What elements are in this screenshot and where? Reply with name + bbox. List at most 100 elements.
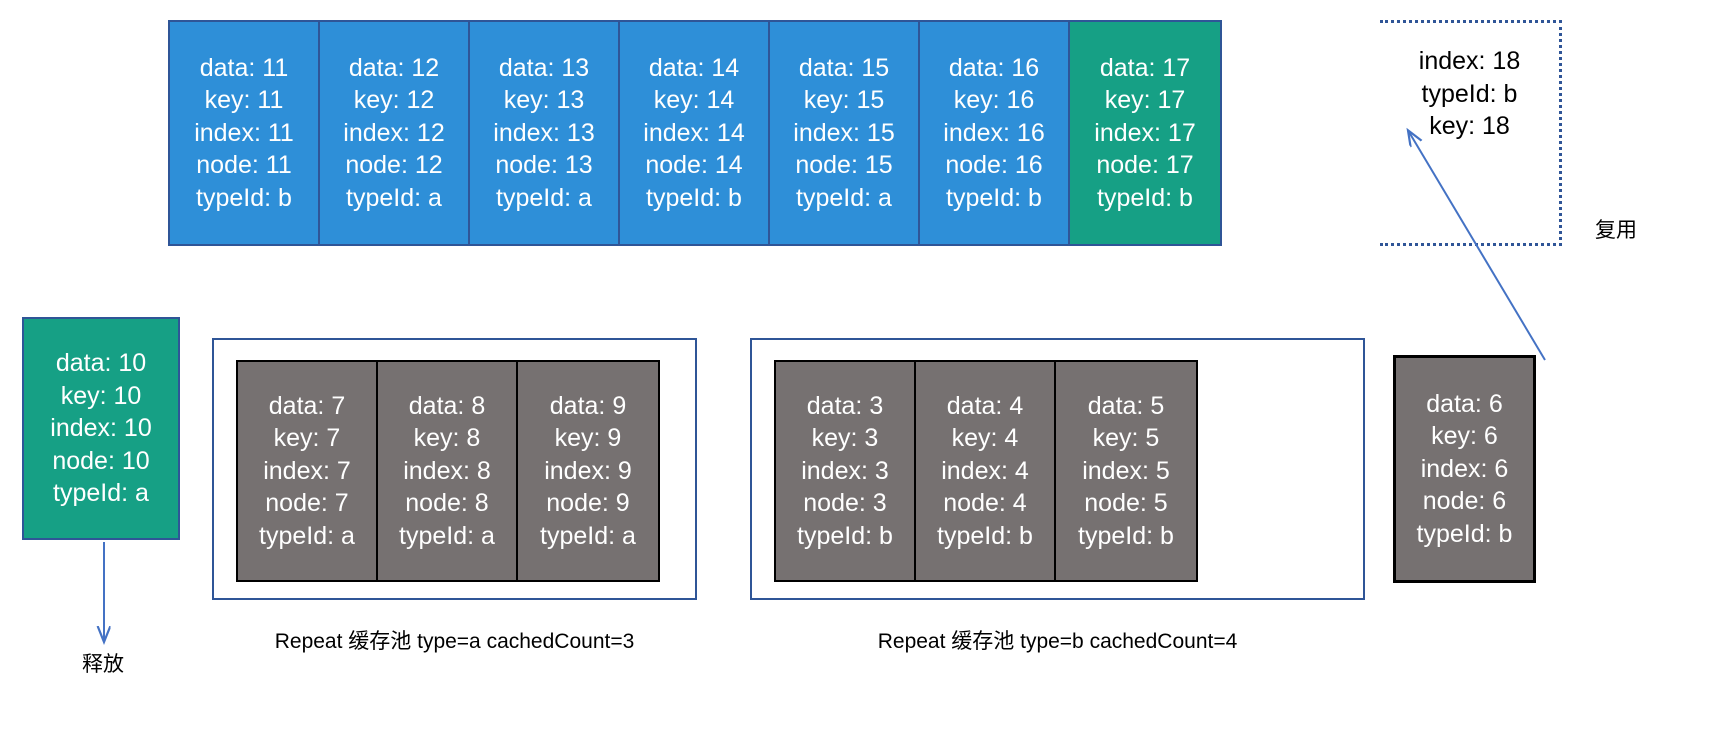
card-key-line: key: 9 — [554, 424, 622, 453]
card-node-line: node: 10 — [52, 446, 150, 475]
pool-b-card[interactable]: data: 4 key: 4 index: 4 node: 4 typeId: … — [916, 362, 1056, 580]
card-typeid-line: typeId: b — [646, 183, 742, 212]
pool-a-card[interactable]: data: 7 key: 7 index: 7 node: 7 typeId: … — [238, 362, 378, 580]
active-item-card[interactable]: data: 15 key: 15 index: 15 node: 15 type… — [770, 22, 920, 244]
card-key-line: key: 8 — [413, 424, 481, 453]
pool-b-card[interactable]: data: 3 key: 3 index: 3 node: 3 typeId: … — [776, 362, 916, 580]
card-key-line: key: 4 — [951, 424, 1019, 453]
card-typeid-line: typeId: b — [1097, 183, 1193, 212]
card-index-line: index: 13 — [493, 118, 595, 147]
card-key-line: key: 13 — [503, 86, 585, 115]
card-index-line: index: 4 — [941, 456, 1029, 485]
pool-a-card[interactable]: data: 8 key: 8 index: 8 node: 8 typeId: … — [378, 362, 518, 580]
card-typeid-line: typeId: a — [346, 183, 442, 212]
card-data-line: data: 10 — [55, 349, 147, 378]
card-data-line: data: 5 — [1087, 391, 1165, 420]
card-typeid-line: typeId: b — [1416, 519, 1513, 548]
card-index-line: index: 8 — [403, 456, 491, 485]
card-data-line: data: 3 — [806, 391, 884, 420]
pool-a-card[interactable]: data: 9 key: 9 index: 9 node: 9 typeId: … — [518, 362, 658, 580]
card-typeid-line: typeId: a — [399, 521, 495, 550]
card-data-line: data: 9 — [549, 391, 627, 420]
released-item-card[interactable]: data: 10 key: 10 index: 10 node: 10 type… — [22, 317, 180, 540]
card-typeid-line: typeId: a — [53, 479, 149, 508]
pool-b-caption: Repeat 缓存池 type=b cachedCount=4 — [877, 630, 1238, 653]
active-item-row: data: 11 key: 11 index: 11 node: 11 type… — [168, 20, 1222, 246]
card-node-line: node: 4 — [943, 489, 1027, 518]
active-item-card[interactable]: data: 14 key: 14 index: 14 node: 14 type… — [620, 22, 770, 244]
pending-index-line: index: 18 — [1418, 47, 1521, 75]
card-data-line: data: 13 — [498, 53, 590, 82]
card-typeid-line: typeId: a — [540, 521, 636, 550]
card-key-line: key: 16 — [953, 86, 1035, 115]
card-data-line: data: 7 — [268, 391, 346, 420]
card-node-line: node: 15 — [795, 151, 893, 180]
repeat-pool-type-b: data: 3 key: 3 index: 3 node: 3 typeId: … — [750, 338, 1365, 600]
card-node-line: node: 14 — [645, 151, 743, 180]
card-key-line: key: 3 — [811, 424, 879, 453]
card-index-line: index: 10 — [50, 414, 152, 443]
card-index-line: index: 11 — [194, 118, 294, 147]
card-node-line: node: 7 — [265, 489, 349, 518]
card-index-line: index: 5 — [1082, 456, 1170, 485]
card-key-line: key: 6 — [1431, 422, 1498, 451]
active-item-card[interactable]: data: 16 key: 16 index: 16 node: 16 type… — [920, 22, 1070, 244]
card-typeid-line: typeId: a — [259, 521, 355, 550]
card-key-line: key: 15 — [803, 86, 885, 115]
pending-key-line: key: 18 — [1429, 112, 1510, 140]
card-node-line: node: 5 — [1084, 489, 1168, 518]
card-index-line: index: 7 — [263, 456, 351, 485]
active-item-card[interactable]: data: 12 key: 12 index: 12 node: 12 type… — [320, 22, 470, 244]
card-key-line: key: 10 — [60, 381, 142, 410]
card-typeid-line: typeId: a — [796, 183, 892, 212]
card-data-line: data: 17 — [1099, 53, 1191, 82]
card-typeid-line: typeId: b — [797, 521, 893, 550]
card-data-line: data: 12 — [348, 53, 440, 82]
card-data-line: data: 11 — [199, 53, 289, 82]
card-node-line: node: 11 — [196, 151, 292, 180]
card-node-line: node: 8 — [405, 489, 489, 518]
card-data-line: data: 14 — [648, 53, 740, 82]
card-typeid-line: typeId: b — [946, 183, 1042, 212]
release-label: 释放 — [82, 653, 124, 676]
pool-b-card-strip: data: 3 key: 3 index: 3 node: 3 typeId: … — [774, 360, 1198, 582]
card-index-line: index: 15 — [793, 118, 895, 147]
card-key-line: key: 17 — [1104, 86, 1186, 115]
active-item-card[interactable]: data: 11 key: 11 index: 11 node: 11 type… — [170, 22, 320, 244]
card-data-line: data: 4 — [946, 391, 1024, 420]
card-key-line: key: 14 — [653, 86, 735, 115]
pool-a-caption: Repeat 缓存池 type=a cachedCount=3 — [274, 630, 635, 653]
card-typeid-line: typeId: b — [196, 183, 292, 212]
card-data-line: data: 16 — [948, 53, 1040, 82]
card-node-line: node: 17 — [1096, 151, 1194, 180]
card-key-line: key: 12 — [353, 86, 435, 115]
card-index-line: index: 16 — [943, 118, 1045, 147]
pool-b-card[interactable]: data: 5 key: 5 index: 5 node: 5 typeId: … — [1056, 362, 1196, 580]
card-node-line: node: 3 — [803, 489, 887, 518]
card-index-line: index: 6 — [1420, 454, 1509, 483]
card-typeid-line: typeId: b — [1078, 521, 1174, 550]
card-typeid-line: typeId: a — [496, 183, 592, 212]
repeat-pool-type-a: data: 7 key: 7 index: 7 node: 7 typeId: … — [212, 338, 697, 600]
card-index-line: index: 12 — [343, 118, 445, 147]
card-node-line: node: 6 — [1422, 487, 1507, 516]
reuse-candidate-card[interactable]: data: 6 key: 6 index: 6 node: 6 typeId: … — [1393, 355, 1536, 583]
card-data-line: data: 6 — [1426, 389, 1503, 418]
card-node-line: node: 12 — [345, 151, 443, 180]
card-key-line: key: 11 — [204, 86, 284, 115]
pool-a-card-strip: data: 7 key: 7 index: 7 node: 7 typeId: … — [236, 360, 660, 582]
card-key-line: key: 5 — [1092, 424, 1160, 453]
card-index-line: index: 3 — [801, 456, 889, 485]
pending-typeid-line: typeId: b — [1421, 79, 1518, 108]
card-node-line: node: 13 — [495, 151, 593, 180]
card-typeid-line: typeId: b — [937, 521, 1033, 550]
card-node-line: node: 9 — [546, 489, 630, 518]
card-data-line: data: 8 — [408, 391, 486, 420]
card-index-line: index: 17 — [1094, 118, 1196, 147]
card-index-line: index: 14 — [643, 118, 745, 147]
active-item-card[interactable]: data: 13 key: 13 index: 13 node: 13 type… — [470, 22, 620, 244]
card-data-line: data: 15 — [798, 53, 890, 82]
active-item-card-highlighted[interactable]: data: 17 key: 17 index: 17 node: 17 type… — [1070, 22, 1220, 244]
pending-new-item-box[interactable]: index: 18 typeId: b key: 18 — [1380, 20, 1562, 246]
